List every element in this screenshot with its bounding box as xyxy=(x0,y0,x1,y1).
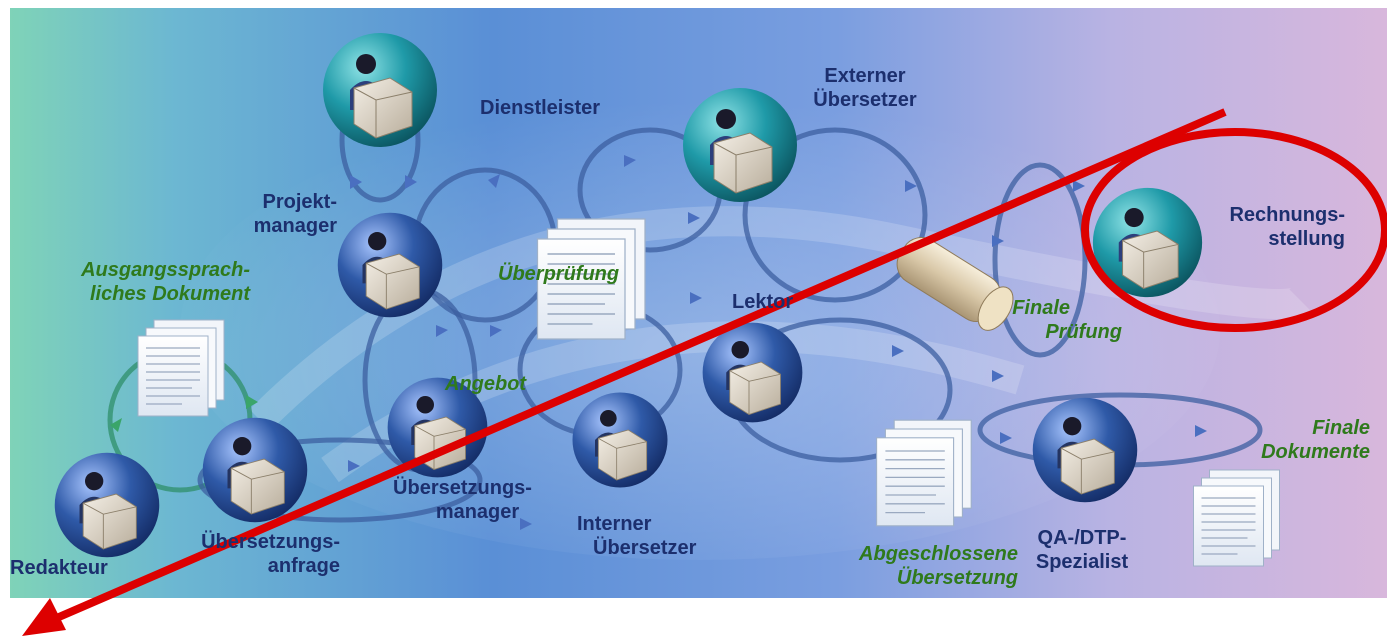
label-line: Übersetzer xyxy=(593,537,697,559)
label-interner-uebersetzer: Interner Übersetzer xyxy=(577,512,696,560)
label-line: manager xyxy=(435,501,520,523)
label-finale-dokumente: Finale Dokumente xyxy=(1255,416,1370,464)
document-stack-icon xyxy=(1192,469,1281,567)
label-line: Dokumente xyxy=(1261,441,1370,463)
label-qa-dtp-spezialist: QA-/DTP- Spezialist xyxy=(1022,526,1142,574)
label-line: Rechnungs- xyxy=(1229,204,1345,226)
annotation-arrowhead xyxy=(22,598,66,636)
person-box-icon xyxy=(322,32,438,148)
highlight-ellipse xyxy=(1081,128,1387,332)
label-line: Projekt- xyxy=(262,191,337,213)
person-box-icon xyxy=(202,417,308,523)
document-stack-icon xyxy=(137,319,225,417)
annotation-arrow-line xyxy=(50,108,1227,624)
label-externer-uebersetzer: Externer Übersetzer xyxy=(800,64,930,112)
person-box-icon xyxy=(54,452,160,558)
label-line: Externer xyxy=(824,65,906,87)
label-line: Interner xyxy=(577,513,652,535)
label-line: Spezialist xyxy=(1035,551,1129,573)
scroll-icon xyxy=(896,237,1014,331)
label-redakteur: Redakteur xyxy=(10,557,108,579)
label-line: Übersetzungs- xyxy=(393,477,532,499)
label-line: Ausgangssprach- xyxy=(81,259,250,281)
label-line: Übersetzer xyxy=(813,89,917,111)
label-line: Prüfung xyxy=(1045,321,1122,343)
label-line: Finale xyxy=(1312,417,1370,439)
label-finale-pruefung: Finale Prüfung xyxy=(990,296,1122,344)
label-line: QA-/DTP- xyxy=(1037,527,1127,549)
label-uebersetzungsanfrage: Übersetzungs- anfrage xyxy=(165,530,340,578)
label-line: stellung xyxy=(1268,228,1345,250)
label-line: Abgeschlossene xyxy=(859,543,1018,565)
label-ueberpruefung: Überprüfung xyxy=(498,263,620,285)
label-lektor: Lektor xyxy=(732,291,794,313)
label-ausgangssprachliches-dokument: Ausgangssprach- liches Dokument xyxy=(5,258,250,306)
document-stack-icon xyxy=(875,419,972,527)
person-box-icon xyxy=(337,212,443,318)
label-line: Finale xyxy=(1012,297,1070,319)
label-line: Übersetzungs- xyxy=(201,531,340,553)
label-line: manager xyxy=(253,215,337,237)
label-line: Übersetzung xyxy=(896,567,1018,589)
label-line: liches Dokument xyxy=(89,283,250,305)
label-rechnungsstellung: Rechnungs- stellung xyxy=(1205,203,1345,251)
label-projektmanager: Projekt- manager xyxy=(222,190,337,238)
label-abgeschlossene-uebersetzung: Abgeschlossene Übersetzung xyxy=(790,542,1018,590)
label-uebersetzungsmanager: Übersetzungs- manager xyxy=(370,476,555,524)
label-angebot: Angebot xyxy=(445,373,527,395)
person-box-icon xyxy=(1032,397,1138,503)
person-box-icon xyxy=(572,392,668,488)
person-box-icon xyxy=(682,87,798,203)
label-line: anfrage xyxy=(267,555,340,577)
label-dienstleister: Dienstleister xyxy=(480,97,601,119)
person-box-icon xyxy=(702,322,803,423)
